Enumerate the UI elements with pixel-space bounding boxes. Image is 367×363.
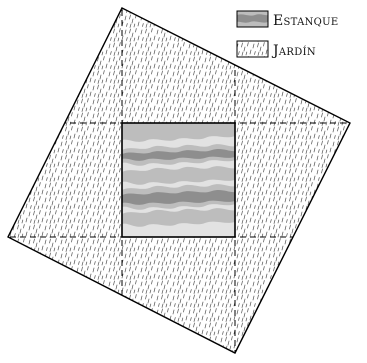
legend-pond-label: Estanque [273,13,339,29]
garden-outline [7,7,351,354]
legend-garden-label: Jardín [271,43,316,59]
pond-region [121,122,236,238]
legend: Estanque Jardín [236,10,339,59]
legend-garden-swatch [236,40,269,58]
legend-pond-swatch [236,10,269,28]
